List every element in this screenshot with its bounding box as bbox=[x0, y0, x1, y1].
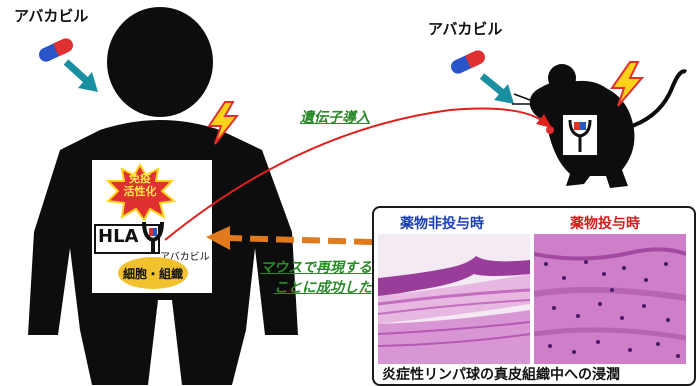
activation-label-line2: 活性化 bbox=[123, 185, 157, 198]
panel-left-title: 薬物非投与時 bbox=[400, 216, 484, 232]
panel-right-title: 薬物投与時 bbox=[570, 216, 640, 232]
hla-receptor-icon bbox=[142, 221, 164, 252]
activation-label-line1: 免疫 bbox=[129, 172, 151, 185]
drug-label-right: アバカビル bbox=[428, 20, 503, 38]
panel-caption: 炎症性リンパ球の真皮組織中への浸潤 bbox=[382, 367, 620, 383]
activation-label: 免疫 活性化 bbox=[112, 172, 168, 198]
mouse-success-line1: マウスで再現する bbox=[260, 260, 372, 276]
abacavir-small-label: アバカビル bbox=[160, 252, 210, 263]
mouse-success-line2: ことに成功した bbox=[274, 280, 372, 296]
drug-label-left: アバカビル bbox=[14, 7, 89, 25]
mouse-success-text: マウスで再現する ことに成功した bbox=[226, 257, 372, 297]
capsule-icon bbox=[39, 38, 73, 62]
capsule-icon bbox=[451, 50, 485, 74]
starburst-icon bbox=[105, 163, 176, 221]
cells-label: 細胞・組織 bbox=[122, 267, 183, 281]
lightning-icon bbox=[207, 101, 240, 145]
lightning-icon bbox=[610, 61, 645, 107]
gene-transfer-label: 遺伝子導入 bbox=[300, 110, 370, 126]
hla-label: HLA bbox=[98, 226, 139, 247]
drug-arrow-right bbox=[479, 73, 514, 104]
tissue-image-no-drug bbox=[378, 234, 530, 364]
cells-ellipse bbox=[118, 257, 188, 289]
tissue-image-drug bbox=[534, 234, 686, 364]
mouse-silhouette bbox=[512, 64, 688, 188]
drug-arrow-left bbox=[63, 59, 98, 92]
